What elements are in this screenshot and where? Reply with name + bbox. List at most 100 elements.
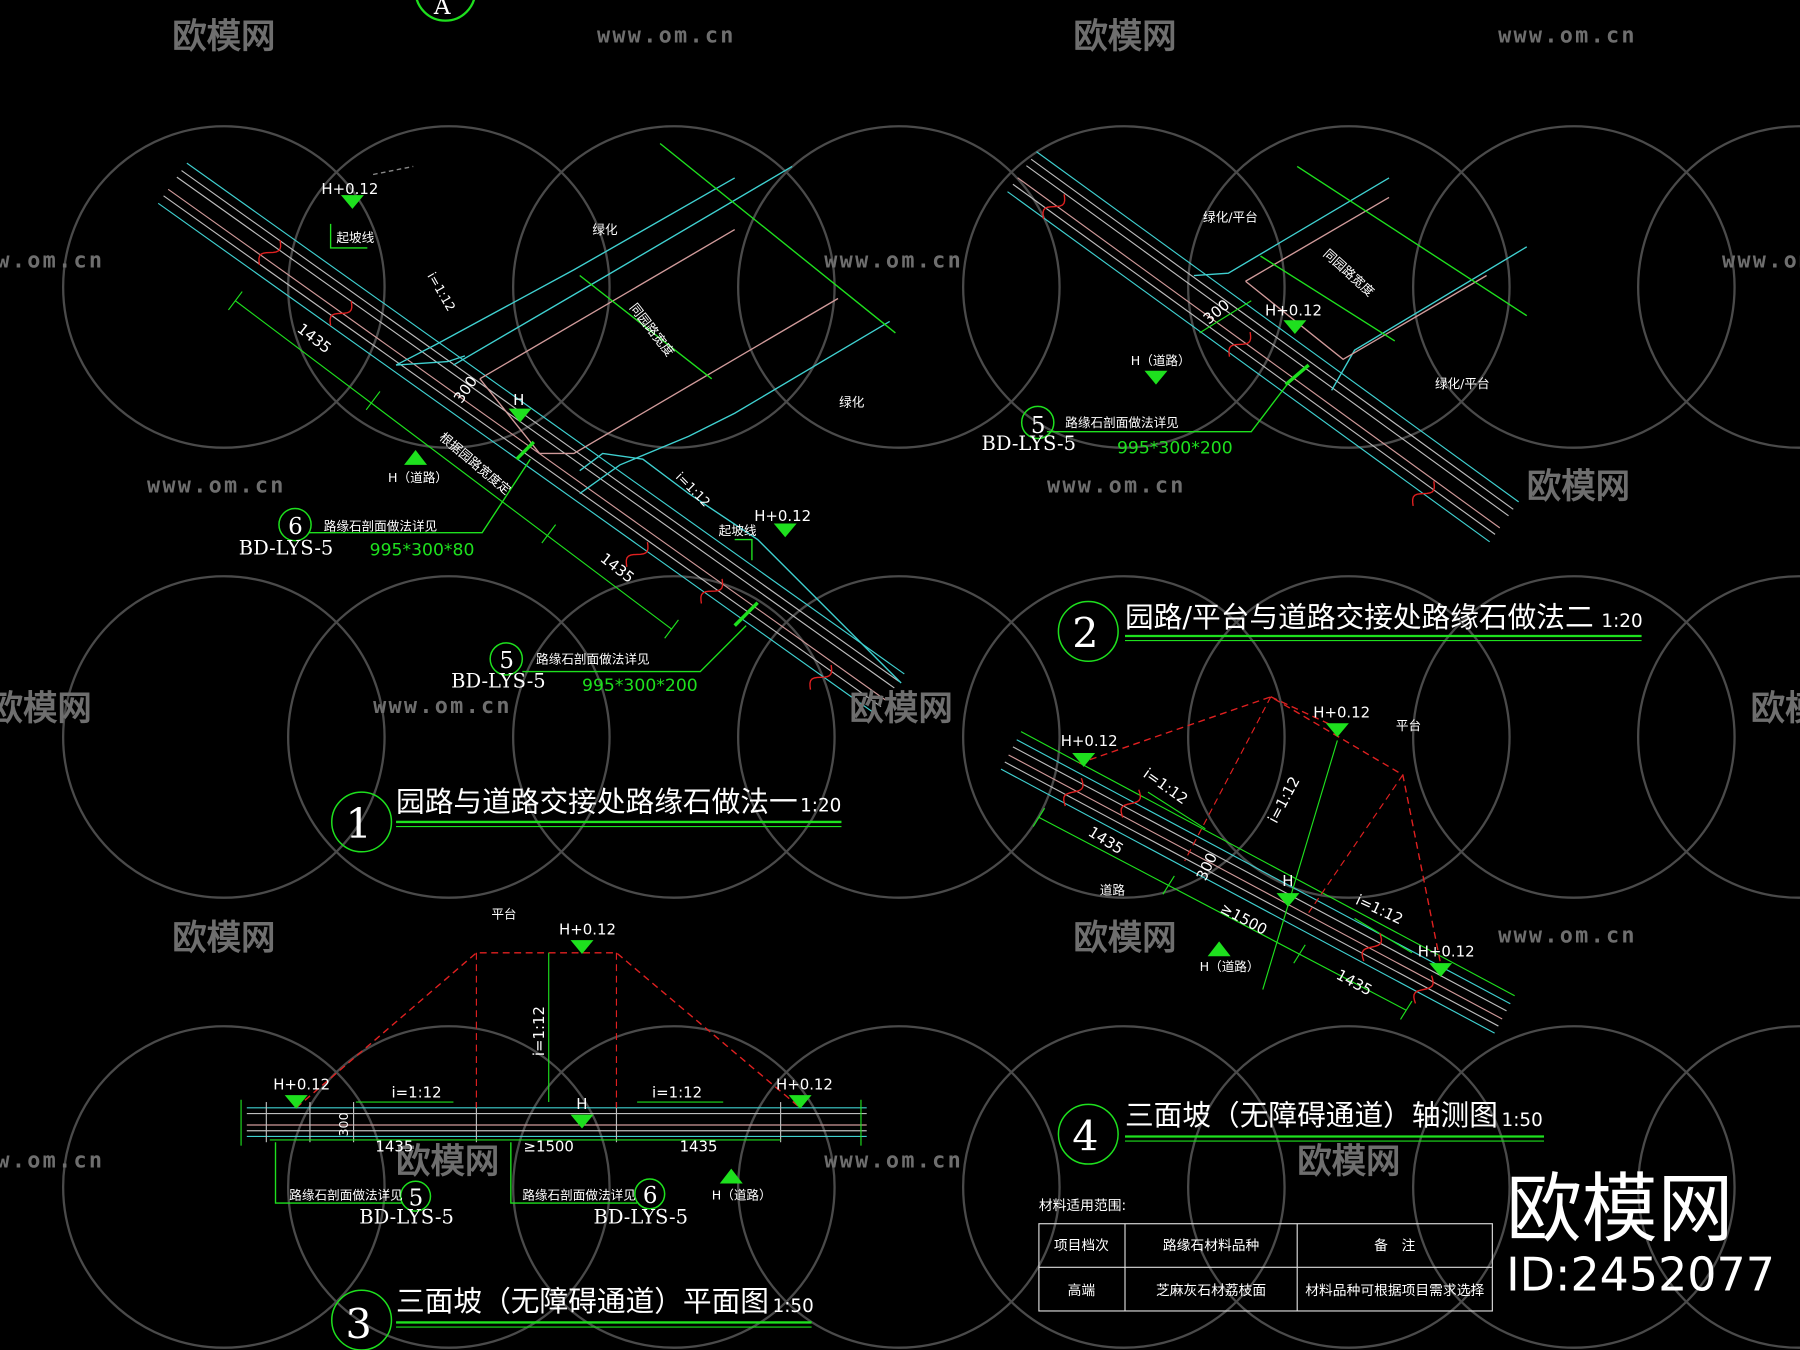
slope-label: i=1:12: [391, 1083, 441, 1101]
ramp-outline: [1270, 696, 1338, 729]
title-number-circle: [331, 791, 393, 853]
road-line: [1008, 754, 1503, 1020]
table-caption: 材料适用范围:: [1039, 1197, 1126, 1214]
elevation-triangle: [1144, 370, 1168, 385]
elevation-label: H+0.12: [559, 920, 616, 938]
break-line: [809, 664, 833, 690]
break-line: [1411, 481, 1435, 507]
dimension-label: 1435: [680, 1137, 718, 1155]
watermark-circle: [736, 575, 1061, 899]
watermark-url: www.om.cn: [147, 473, 286, 498]
watermark-circle: [736, 125, 1061, 449]
dimension-tick: [1162, 875, 1175, 895]
slope-arrow-line: [1147, 791, 1206, 830]
watermark-circle: [511, 125, 836, 449]
dimension-line: [579, 274, 713, 380]
path-edge-line: [1331, 246, 1528, 391]
elevation-label: H: [576, 1095, 587, 1113]
elevation-triangle: [1325, 723, 1349, 737]
watermark-circle: [1186, 1025, 1511, 1349]
drawing-number: 4: [1072, 1112, 1098, 1160]
watermark-logo: 欧模网: [1751, 689, 1800, 729]
dimension-tick: [227, 291, 243, 311]
reference-code: BD-LYS-5: [359, 1206, 454, 1229]
path-edge-line: [579, 452, 902, 684]
slope-start-label: 起坡线: [336, 230, 374, 245]
reference-circle: [278, 507, 312, 542]
watermark-circle: [61, 575, 386, 899]
road-line: [1012, 183, 1496, 535]
dimension-label: ≥1500: [523, 1137, 573, 1155]
road-line: [1004, 761, 1499, 1027]
road-elevation-label: H（道路）: [388, 470, 448, 485]
watermark-id: ID:2452077: [1506, 1247, 1775, 1301]
road-line: [1026, 165, 1509, 517]
elevation-triangle: [773, 523, 797, 538]
section-cut-line: [733, 601, 759, 627]
road-line: [1017, 177, 1501, 529]
table-cell: 材料品种可根据项目需求选择: [1305, 1283, 1484, 1299]
watermark-circle: [1411, 575, 1736, 899]
watermark-circle: [61, 125, 386, 449]
watermark-url: www.om.cn: [824, 1148, 963, 1173]
elevation-label: H+0.12: [1313, 703, 1370, 721]
road-edge-line: [186, 162, 905, 675]
drawing-title: 三面坡（无障碍通道）轴测图: [1125, 1098, 1498, 1132]
title-number-circle: [1057, 1103, 1119, 1165]
reference-number: 5: [1031, 413, 1046, 439]
elevation-label: H+0.12: [1061, 732, 1118, 750]
leader-line: [510, 1142, 638, 1204]
drawing-title: 园路与道路交接处路缘石做法一: [396, 785, 798, 819]
watermark-circle: [1637, 1025, 1800, 1349]
elevation-label: H+0.12: [321, 180, 378, 198]
watermark-circle: [1186, 575, 1511, 899]
watermark-logo: 欧模网: [1297, 1142, 1400, 1182]
road-edge-line: [1020, 731, 1515, 997]
elevation-triangle: [570, 1114, 594, 1129]
watermark-circle: [961, 1025, 1286, 1349]
ramp-outline: [295, 952, 801, 1109]
watermark-url: www.om.cn: [597, 23, 736, 48]
drawing-scale: 1:20: [1601, 611, 1642, 632]
curb-size: 995*300*200: [582, 676, 698, 696]
watermark-big-logo: 欧模网: [1506, 1165, 1733, 1253]
watermark-logo: 欧模网: [172, 17, 275, 57]
title-number-circle: [331, 1289, 393, 1350]
dimension-tick: [1032, 807, 1046, 827]
path-edge-line: [579, 320, 891, 495]
drawing-3: 平台 H+0.12 i=1:12 H+0.12 H+0.12 i=1:12 i=…: [273, 906, 833, 1348]
road-line: [1012, 746, 1507, 1012]
road-elevation-label: H（道路）: [1131, 353, 1191, 368]
elevation-triangle: [284, 1095, 308, 1109]
leader-line: [522, 625, 747, 673]
green-area-label: 绿化: [592, 222, 618, 237]
break-line: [1413, 975, 1434, 1004]
table-header: 路缘石材料品种: [1163, 1238, 1259, 1254]
path-edge-line: [453, 165, 793, 366]
ramp-outline: [1184, 696, 1272, 862]
drawing-scale: 1:50: [1502, 1110, 1543, 1131]
watermark-circles: [61, 125, 1800, 1349]
break-line: [329, 300, 353, 326]
elevation-triangle-up: [1207, 941, 1231, 957]
path-edge-line: [395, 177, 736, 366]
watermark-logo: 欧模网: [849, 689, 952, 729]
dimension-tick: [1400, 1000, 1413, 1020]
section-cut-line: [515, 440, 536, 461]
elevation-label: H+0.12: [776, 1075, 833, 1093]
watermark-url: www.om.cn: [824, 248, 963, 273]
watermark-circle: [511, 1025, 836, 1349]
watermark-circle: [1411, 125, 1736, 449]
path-edge-line: [1193, 177, 1390, 277]
break-line: [1042, 194, 1066, 220]
watermark-logo: 欧模网: [396, 1142, 499, 1182]
elevation-label: H: [513, 391, 524, 409]
road-line: [181, 170, 900, 682]
watermark-logo: 欧模网: [0, 689, 92, 729]
watermark-circle: [61, 1025, 386, 1349]
watermark-circle: [1637, 575, 1800, 899]
watermark-logo: 欧模网: [1073, 918, 1176, 958]
watermark-url: www.om.cn: [0, 1148, 104, 1173]
platform-label: 平台: [1396, 718, 1421, 733]
